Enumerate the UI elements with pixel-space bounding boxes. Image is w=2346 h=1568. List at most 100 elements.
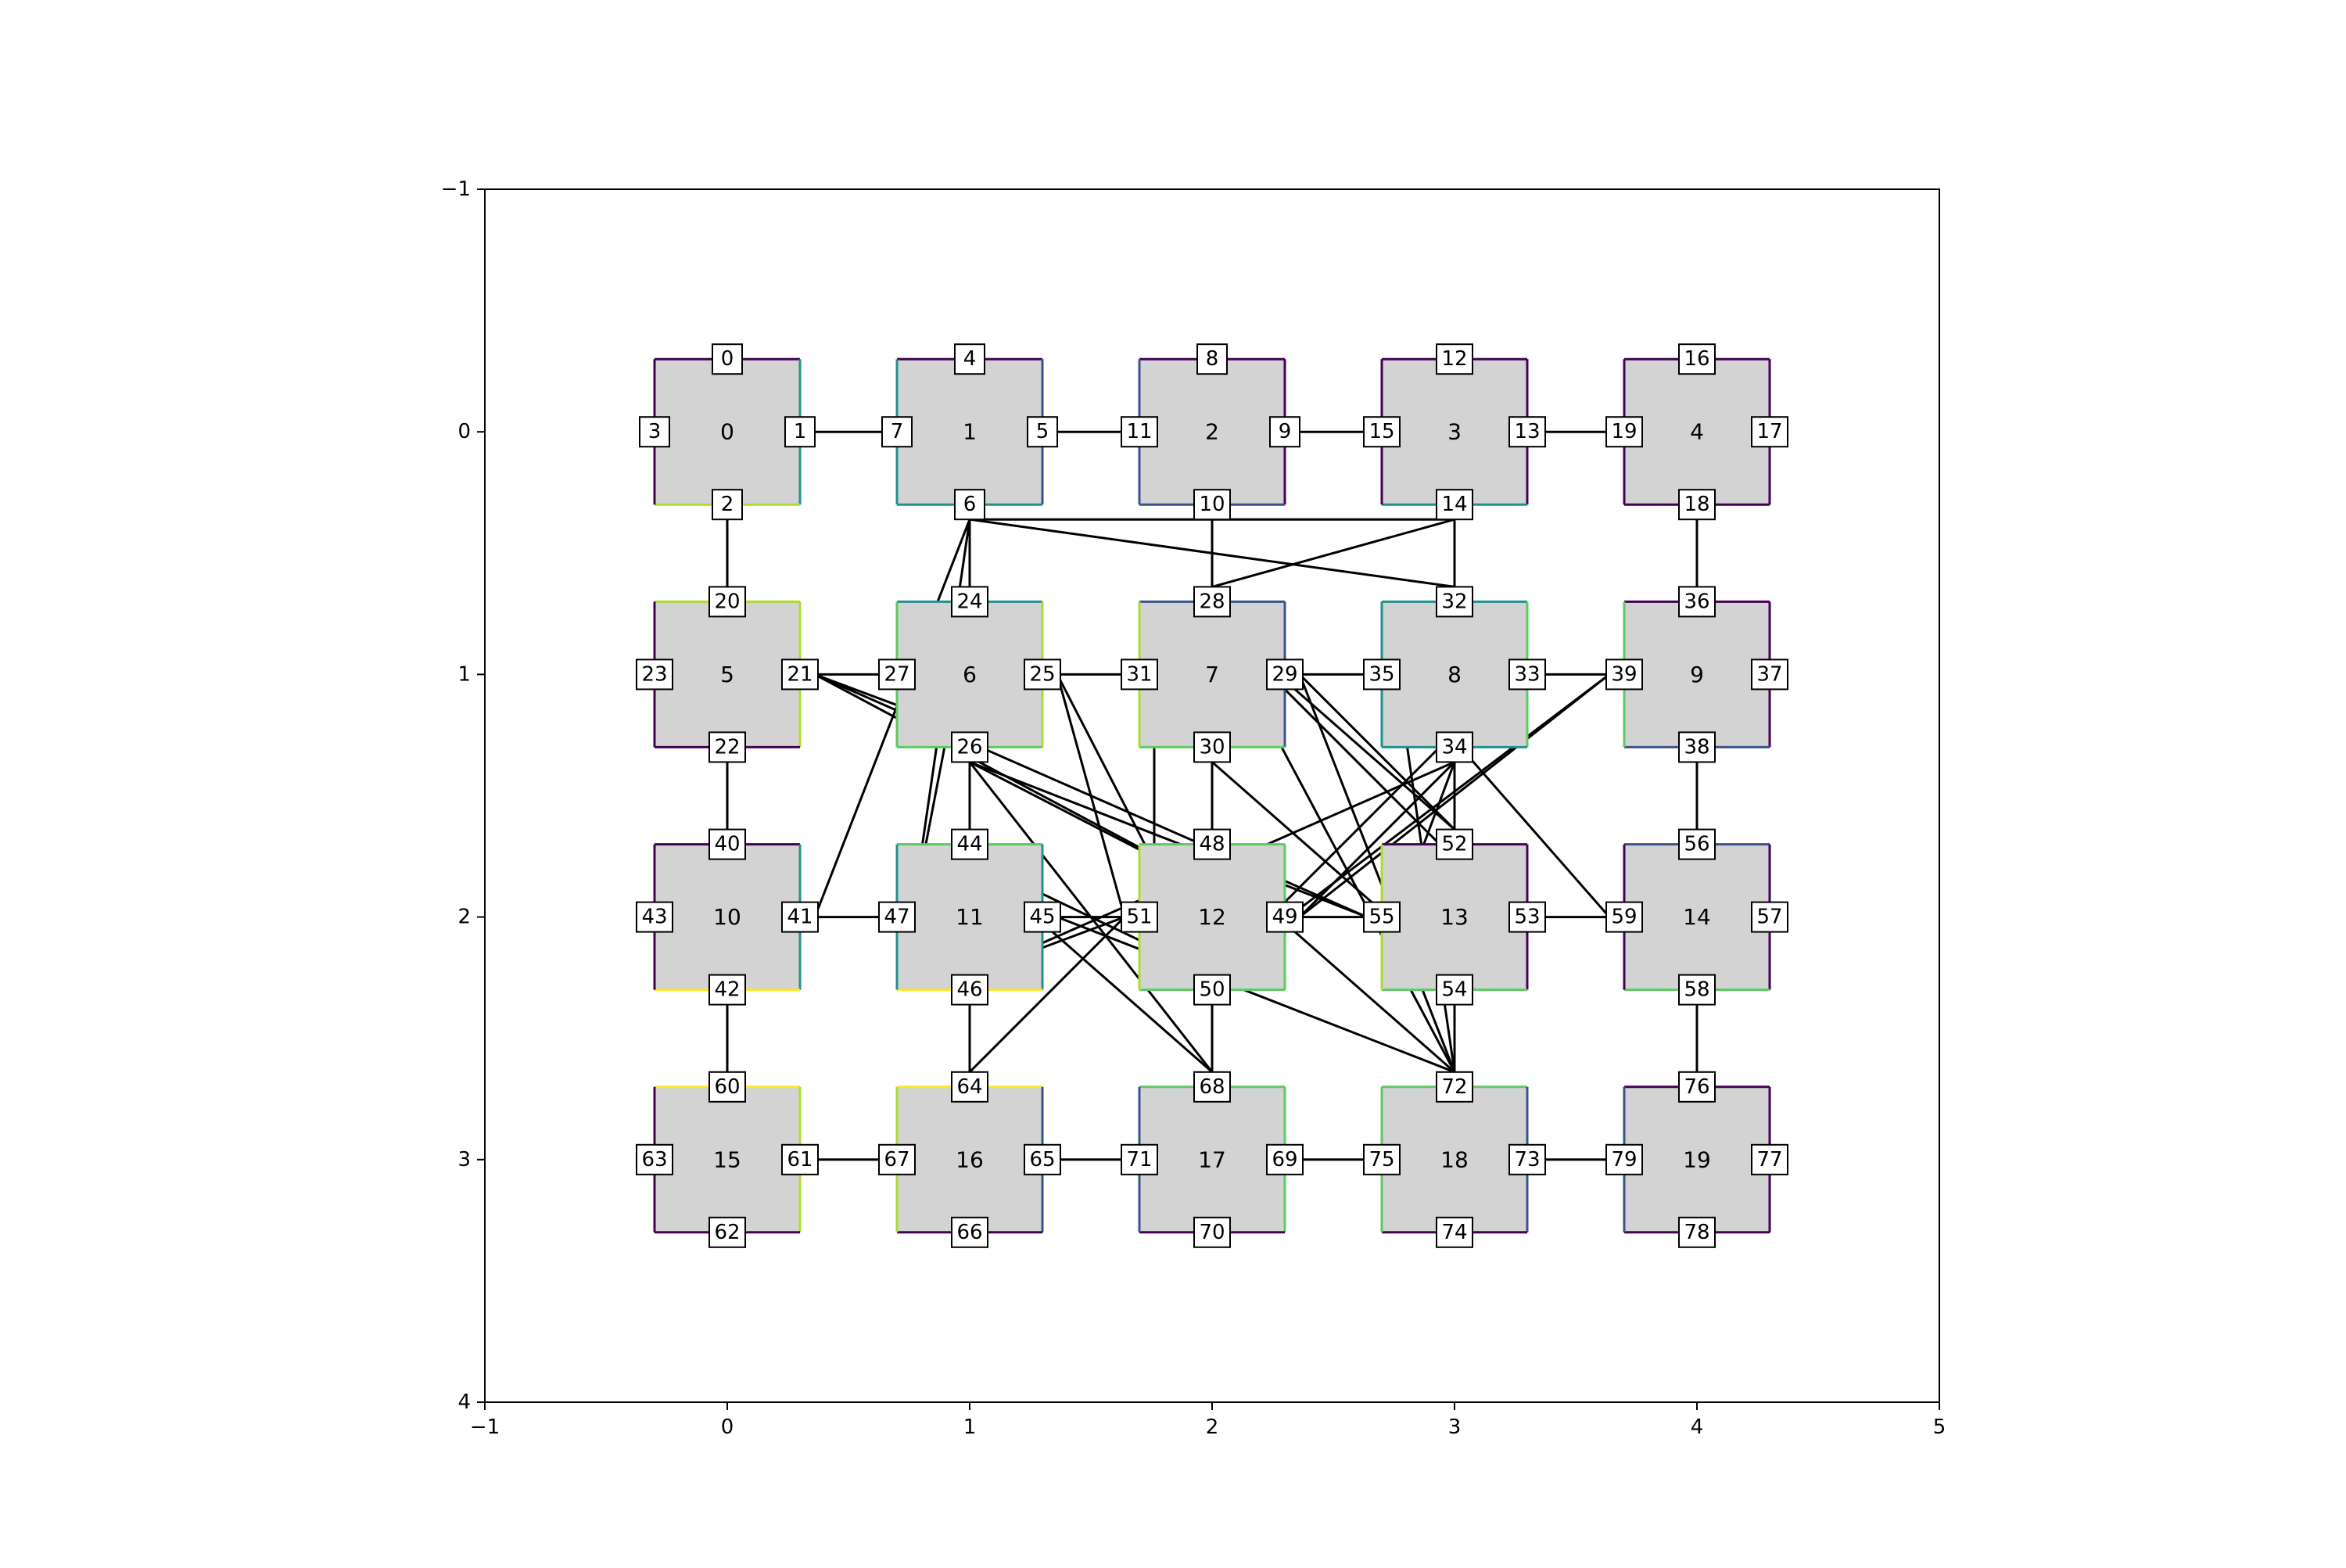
port-box xyxy=(951,586,988,618)
tile-18: 18 xyxy=(1380,1085,1529,1234)
port-label: 18 xyxy=(1684,493,1709,516)
port-57: 57 xyxy=(1751,901,1788,933)
tile-body xyxy=(655,601,800,748)
port-label: 49 xyxy=(1272,906,1297,929)
port-76: 76 xyxy=(1678,1071,1716,1103)
tile-body xyxy=(897,601,1042,748)
tile-label: 1 xyxy=(963,419,977,445)
port-55: 55 xyxy=(1363,901,1401,933)
port-label: 47 xyxy=(884,906,909,929)
tile-13: 13 xyxy=(1380,843,1529,992)
port-label: 60 xyxy=(714,1075,740,1099)
tile-label: 17 xyxy=(1198,1146,1226,1172)
port-label: 58 xyxy=(1684,978,1709,1002)
port-21: 21 xyxy=(781,658,819,691)
tile-body xyxy=(1382,359,1527,505)
tile-16: 16 xyxy=(895,1085,1044,1234)
port-box xyxy=(636,901,673,933)
connection-34-49 xyxy=(1298,761,1456,918)
tile-body xyxy=(655,844,800,990)
port-56: 56 xyxy=(1678,828,1716,860)
port-label: 2 xyxy=(721,493,734,516)
port-box xyxy=(1605,1143,1643,1175)
port-box xyxy=(1436,1071,1473,1103)
port-78: 78 xyxy=(1678,1216,1716,1248)
port-box xyxy=(708,586,746,618)
port-20: 20 xyxy=(708,586,746,618)
tile-11: 11 xyxy=(895,843,1044,992)
port-box xyxy=(1266,901,1304,933)
port-8: 8 xyxy=(1196,343,1228,375)
tile-9: 9 xyxy=(1623,600,1771,748)
port-box xyxy=(781,901,819,933)
port-box xyxy=(1269,416,1300,448)
port-box xyxy=(951,974,988,1006)
tile-15: 15 xyxy=(653,1085,802,1234)
port-label: 37 xyxy=(1756,662,1782,686)
port-box xyxy=(1678,974,1716,1006)
port-label: 35 xyxy=(1368,662,1394,686)
port-66: 66 xyxy=(951,1216,988,1248)
port-label: 76 xyxy=(1684,1075,1709,1099)
tile-5: 5 xyxy=(653,600,802,748)
port-box xyxy=(712,343,743,375)
port-label: 50 xyxy=(1199,978,1225,1002)
connection-25-51 xyxy=(1056,673,1126,918)
y-tick-label: −1 xyxy=(441,178,471,201)
port-box xyxy=(1436,828,1473,860)
port-38: 38 xyxy=(1678,731,1716,763)
port-box xyxy=(636,1143,673,1175)
port-34: 34 xyxy=(1436,731,1473,763)
tile-label: 14 xyxy=(1683,904,1711,930)
connection-45-72 xyxy=(1056,916,1455,1074)
port-label: 32 xyxy=(1441,590,1467,613)
port-label: 51 xyxy=(1126,906,1152,929)
port-label: 75 xyxy=(1368,1148,1394,1172)
port-42: 42 xyxy=(708,974,746,1006)
x-tick-label: 2 xyxy=(1206,1416,1219,1439)
tile-body xyxy=(1624,844,1770,990)
tile-label: 4 xyxy=(1690,419,1704,445)
y-tick-label: 2 xyxy=(457,906,471,929)
port-label: 16 xyxy=(1684,347,1709,371)
port-label: 53 xyxy=(1514,906,1540,929)
port-box xyxy=(1436,489,1473,521)
tile-body xyxy=(1139,359,1285,505)
port-15: 15 xyxy=(1363,416,1401,448)
port-box xyxy=(1751,658,1788,691)
tile-7: 7 xyxy=(1138,600,1286,748)
port-label: 20 xyxy=(714,590,740,613)
port-box xyxy=(954,343,985,375)
tile-label: 16 xyxy=(956,1146,984,1172)
port-box xyxy=(781,658,819,691)
tile-8: 8 xyxy=(1380,600,1529,748)
port-7: 7 xyxy=(881,416,913,448)
port-box xyxy=(1266,658,1304,691)
port-label: 3 xyxy=(648,420,662,443)
port-label: 23 xyxy=(641,662,667,686)
port-32: 32 xyxy=(1436,586,1473,618)
tile-10: 10 xyxy=(653,843,802,992)
port-label: 44 xyxy=(956,833,982,856)
tile-6: 6 xyxy=(895,600,1044,748)
port-68: 68 xyxy=(1193,1071,1231,1103)
port-box xyxy=(1363,901,1401,933)
y-tick-label: 1 xyxy=(457,662,471,686)
tile-body xyxy=(1624,601,1770,748)
port-label: 26 xyxy=(956,735,982,759)
tile-body xyxy=(1382,844,1527,990)
port-box xyxy=(708,731,746,763)
port-48: 48 xyxy=(1193,828,1231,860)
tile-label: 12 xyxy=(1198,904,1226,930)
port-label: 30 xyxy=(1199,735,1225,759)
connection-26-55 xyxy=(969,761,1368,918)
port-10: 10 xyxy=(1193,489,1231,521)
x-tick-label: −1 xyxy=(470,1416,500,1439)
ports-layer: 0123456789101112131415161718192021222324… xyxy=(636,343,1788,1248)
tile-body xyxy=(1139,1086,1285,1233)
port-box xyxy=(712,489,743,521)
port-box xyxy=(1605,901,1643,933)
port-box xyxy=(954,489,985,521)
port-label: 52 xyxy=(1441,833,1467,856)
